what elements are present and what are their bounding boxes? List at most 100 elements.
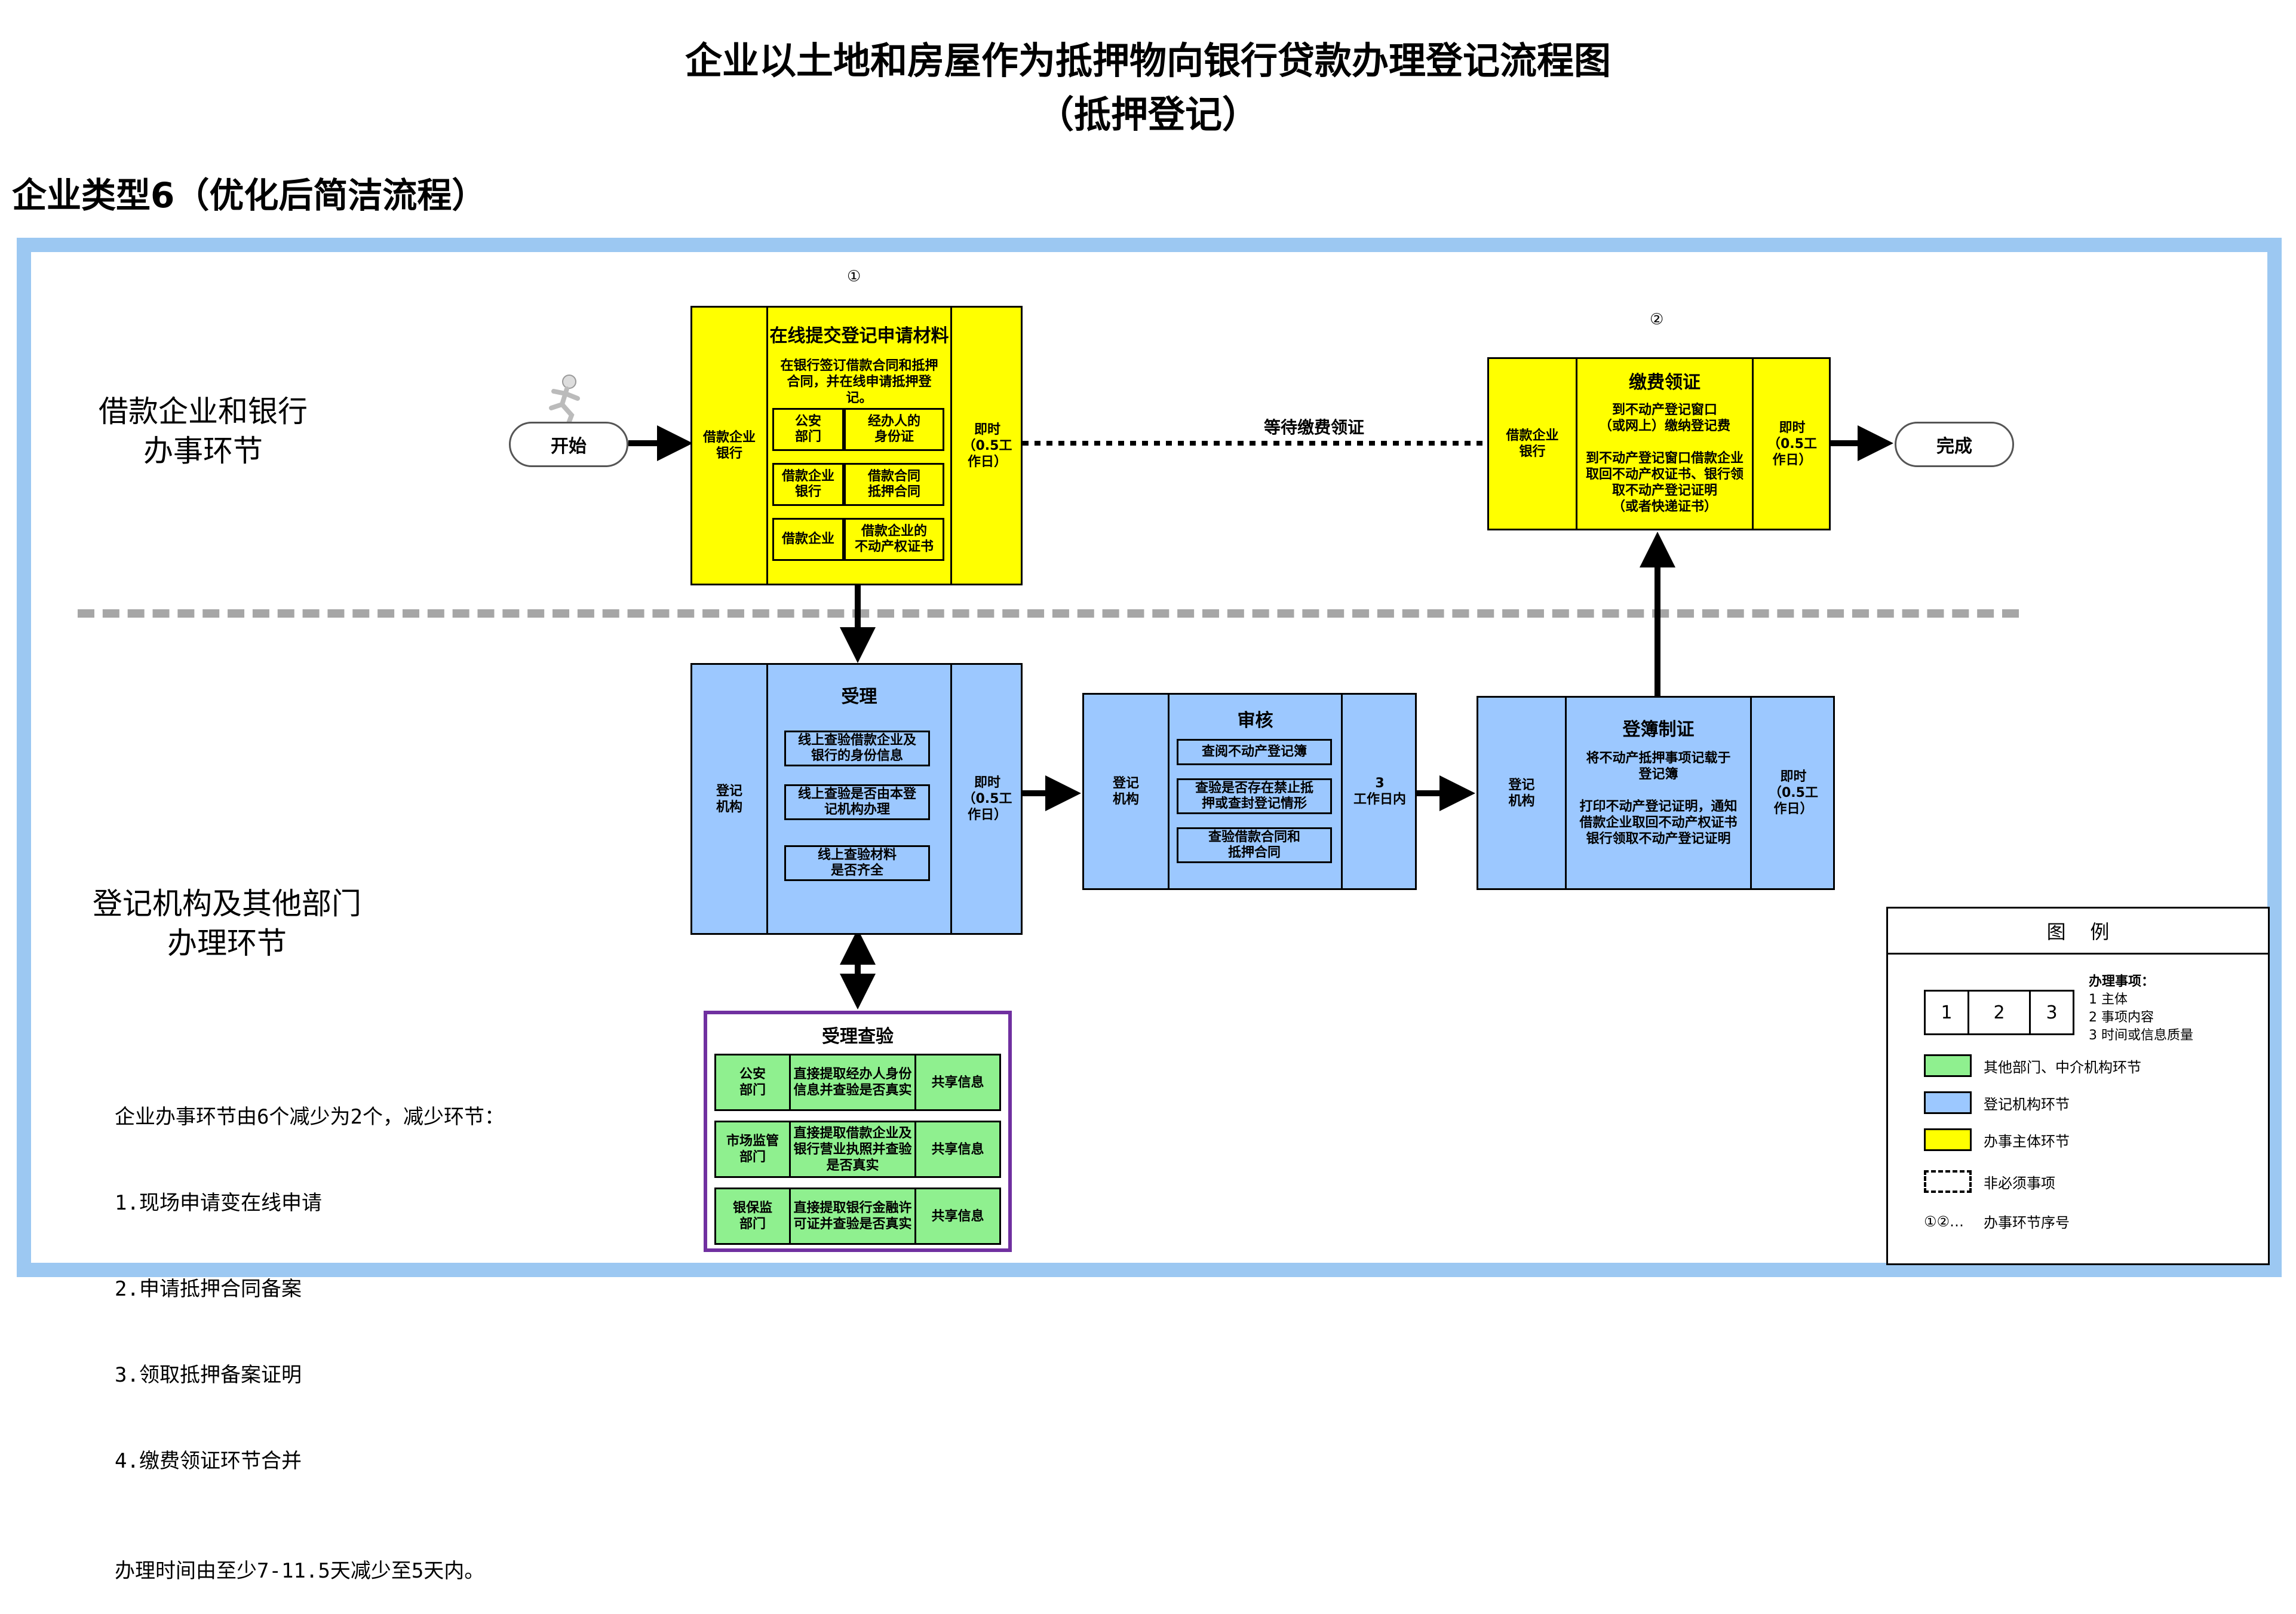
accept-item-2: 线上查验是否由本登 记机构办理 [784, 784, 930, 820]
end-node: 完成 [1895, 422, 2014, 467]
verify-row-1: 公安 部门 直接提取经办人身份 信息并查验是否真实 共享信息 [714, 1054, 1001, 1111]
accept-title: 受理 [841, 686, 877, 707]
legend-yellow-row: 办事主体环节 [1924, 1128, 2070, 1151]
step2-title: 缴费领证 [1629, 372, 1700, 393]
notes-line-4: 3.领取抵押备案证明 [115, 1363, 302, 1387]
legend-yellow-label: 办事主体环节 [1984, 1133, 2070, 1150]
review-content: 审核 [1168, 695, 1341, 888]
page-title: 企业以土地和房屋作为抵押物向银行贷款办理登记流程图 [684, 39, 1611, 82]
accept-step: 登记 机构 受理 即时 （0.5工 作日） 线上查验借款企业及 银行的身份信息 … [690, 663, 1023, 935]
register-desc: 将不动产抵押事项记载于 登记簿 打印不动产登记证明，通知 借款企业取回不动产权证… [1579, 751, 1738, 846]
register-time: 即时 （0.5工 作日） [1750, 698, 1835, 888]
legend-cell-2: 2 [1969, 990, 2031, 1035]
verify-row-1-share: 共享信息 [914, 1055, 999, 1109]
step1-row1-left: 公安 部门 [772, 408, 844, 451]
legend-green-row: 其他部门、中介机构环节 [1924, 1054, 2141, 1077]
enterprise-type-heading: 企业类型6（优化后简洁流程） [12, 175, 487, 216]
verify-row-3: 银保监 部门 直接提取银行金融许 可证并查验是否真实 共享信息 [714, 1188, 1001, 1245]
accept-subject: 登记 机构 [716, 783, 742, 815]
legend-seq-row: ①②… 办事环节序号 [1924, 1211, 2070, 1232]
legend-matter-2: 2 事项内容 [2089, 1010, 2154, 1025]
step1-desc: 在银行签订借款合同和抵押合同，并在线申请抵押登记。 [780, 358, 938, 406]
review-subject: 登记 机构 [1112, 776, 1139, 807]
verify-step: 受理查验 公安 部门 直接提取经办人身份 信息并查验是否真实 共享信息 市场监管… [704, 1011, 1012, 1252]
legend: 图 例 1 2 3 办理事项： 1 主体 2 事项内容 3 时间或信息质量 其他… [1886, 907, 2270, 1265]
register-subject: 登记 机构 [1508, 777, 1535, 809]
review-item-2: 查验是否存在禁止抵 押或查封登记情形 [1177, 778, 1332, 814]
step1-row2-right: 借款合同 抵押合同 [844, 463, 944, 506]
review-item-1: 查阅不动产登记簿 [1177, 739, 1332, 765]
step2-time: 即时 （0.5工 作日） [1752, 359, 1831, 529]
accept-content: 受理 [766, 665, 950, 933]
step1-content: 在线提交登记申请材料 在银行签订借款合同和抵押合同，并在线申请抵押登记。 [766, 308, 950, 584]
step1-row3-right: 借款企业的 不动产权证书 [844, 518, 944, 561]
verify-row-3-content: 直接提取银行金融许 可证并查验是否真实 [789, 1189, 914, 1243]
seq-marker-1: ① [847, 268, 861, 286]
verify-row-2-dept: 市场监管 部门 [726, 1134, 779, 1165]
verify-row-2-content: 直接提取借款企业及 银行营业执照并查验 是否真实 [789, 1122, 914, 1176]
notes-line-2: 1.现场申请变在线申请 [115, 1191, 322, 1215]
verify-row-1-dept: 公安 部门 [739, 1067, 766, 1098]
verify-row-1-content: 直接提取经办人身份 信息并查验是否真实 [789, 1055, 914, 1109]
accept-time: 即时 （0.5工 作日） [950, 665, 1023, 933]
legend-seq-label: 办事环节序号 [1984, 1214, 2070, 1231]
step1-title: 在线提交登记申请材料 [769, 326, 949, 346]
legend-title: 图 例 [1888, 909, 2268, 955]
register-title: 登簿制证 [1622, 719, 1695, 740]
review-item-3: 查验借款合同和 抵押合同 [1177, 827, 1332, 863]
legend-blue-swatch [1924, 1091, 1972, 1114]
legend-blue-row: 登记机构环节 [1924, 1091, 2070, 1114]
verify-row-2-share: 共享信息 [914, 1122, 999, 1176]
legend-matter-1: 1 主体 [2089, 992, 2128, 1007]
step2-desc: 到不动产登记窗口 （或网上）缴纳登记费 到不动产登记窗口借款企业 取回不动产权证… [1585, 403, 1744, 514]
step1-row3-left: 借款企业 [772, 518, 844, 561]
notes-line-5: 4.缴费领证环节合并 [115, 1449, 302, 1473]
lane-label-bottom: 登记机构及其他部门 办理环节 [93, 886, 361, 961]
legend-yellow-swatch [1924, 1128, 1972, 1151]
legend-seq-symbol: ①②… [1924, 1213, 1965, 1230]
notes-line-3: 2.申请抵押合同备案 [115, 1277, 302, 1301]
step2-fee-collect: 借款企业 银行 缴费领证 到不动产登记窗口 （或网上）缴纳登记费 到不动产登记窗… [1487, 357, 1831, 530]
lane-separator [78, 609, 2019, 618]
step2-content: 缴费领证 到不动产登记窗口 （或网上）缴纳登记费 到不动产登记窗口借款企业 取回… [1576, 359, 1752, 529]
step2-subject: 借款企业 银行 [1506, 428, 1559, 459]
verify-row-2: 市场监管 部门 直接提取借款企业及 银行营业执照并查验 是否真实 共享信息 [714, 1121, 1001, 1178]
seq-marker-2: ② [1650, 311, 1664, 329]
register-content: 登簿制证 将不动产抵押事项记载于 登记簿 打印不动产登记证明，通知 借款企业取回… [1565, 698, 1750, 888]
legend-green-swatch [1924, 1054, 1972, 1077]
verify-row-3-dept: 银保监 部门 [732, 1201, 772, 1232]
legend-dashed-row: 非必须事项 [1924, 1170, 2055, 1193]
step1-row1-right: 经办人的 身份证 [844, 408, 944, 451]
lane-label-top: 借款企业和银行 办事环节 [99, 394, 308, 468]
legend-cells: 1 2 3 [1924, 990, 2074, 1035]
notes-time: 办理时间由至少7-11.5天减少至5天内。 [115, 1559, 485, 1583]
notes-line-1: 企业办事环节由6个减少为2个，减少环节： [115, 1105, 505, 1129]
legend-matters: 办理事项： 1 主体 2 事项内容 3 时间或信息质量 [2089, 973, 2193, 1045]
register-step: 登记 机构 登簿制证 将不动产抵押事项记载于 登记簿 打印不动产登记证明，通知 … [1477, 696, 1835, 890]
verify-row-3-share: 共享信息 [914, 1189, 999, 1243]
start-node: 开始 [509, 422, 628, 467]
review-step: 登记 机构 审核 3 工作日内 查阅不动产登记簿 查验是否存在禁止抵 押或查封登… [1082, 693, 1417, 890]
wait-label: 等待缴费领证 [1263, 418, 1364, 437]
step1-row2-left: 借款企业 银行 [772, 463, 844, 506]
accept-item-3: 线上查验材料 是否齐全 [784, 845, 930, 881]
legend-cell-1: 1 [1924, 990, 1969, 1035]
legend-matter-3: 3 时间或信息质量 [2089, 1028, 2193, 1043]
legend-matters-title: 办理事项： [2089, 974, 2155, 989]
review-time: 3 工作日内 [1341, 695, 1417, 888]
step1-online-submit: 借款企业 银行 在线提交登记申请材料 在银行签订借款合同和抵押合同，并在线申请抵… [690, 306, 1023, 585]
legend-green-label: 其他部门、中介机构环节 [1984, 1058, 2141, 1076]
legend-dashed-label: 非必须事项 [1984, 1174, 2055, 1192]
page-subtitle: （抵押登记） [1036, 93, 1259, 136]
legend-blue-label: 登记机构环节 [1984, 1096, 2070, 1113]
runner-icon [549, 375, 580, 427]
verify-title: 受理查验 [822, 1026, 894, 1047]
accept-item-1: 线上查验借款企业及 银行的身份信息 [784, 731, 930, 766]
step1-subject: 借款企业 银行 [702, 430, 756, 461]
legend-cell-3: 3 [2031, 990, 2074, 1035]
step1-time: 即时 （0.5工 作日） [950, 308, 1023, 584]
legend-dashed-swatch [1924, 1170, 1972, 1193]
notes-block: 企业办事环节由6个减少为2个，减少环节： 1.现场申请变在线申请 2.申请抵押合… [115, 1045, 505, 1614]
connector-layer [628, 425, 1893, 1009]
review-title: 审核 [1237, 710, 1273, 731]
